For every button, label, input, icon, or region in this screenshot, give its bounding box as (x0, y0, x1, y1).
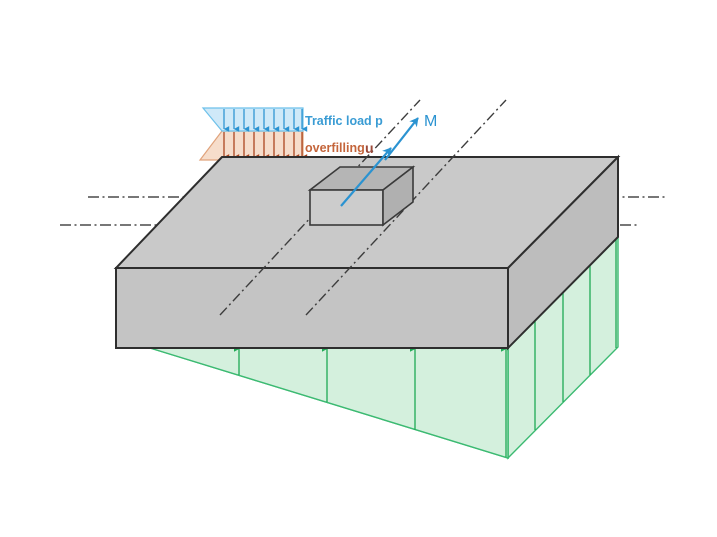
traffic-load-label: Traffic load p (305, 114, 383, 128)
reaction-side-arrows (530, 236, 617, 430)
traffic-load-band (201, 107, 308, 132)
traffic-arrows (223, 109, 308, 132)
displacement-arrow-u (340, 147, 392, 207)
reaction-front-arrows (234, 346, 507, 457)
slab-right-face (507, 154, 619, 351)
pier-block-right-face (382, 165, 414, 227)
overfilling-label: overfilling (305, 141, 365, 155)
displacement-label-u: u (365, 140, 374, 156)
overfilling-arrows (223, 132, 308, 160)
moment-arrow-M (384, 117, 419, 161)
soil-reaction-pressure-block (149, 235, 619, 460)
u-arrow-line (340, 147, 392, 207)
pier-block (307, 165, 416, 227)
m-arrow-line (384, 117, 419, 161)
pier-block-front-face (309, 189, 384, 226)
moment-label-m: M (424, 113, 437, 130)
